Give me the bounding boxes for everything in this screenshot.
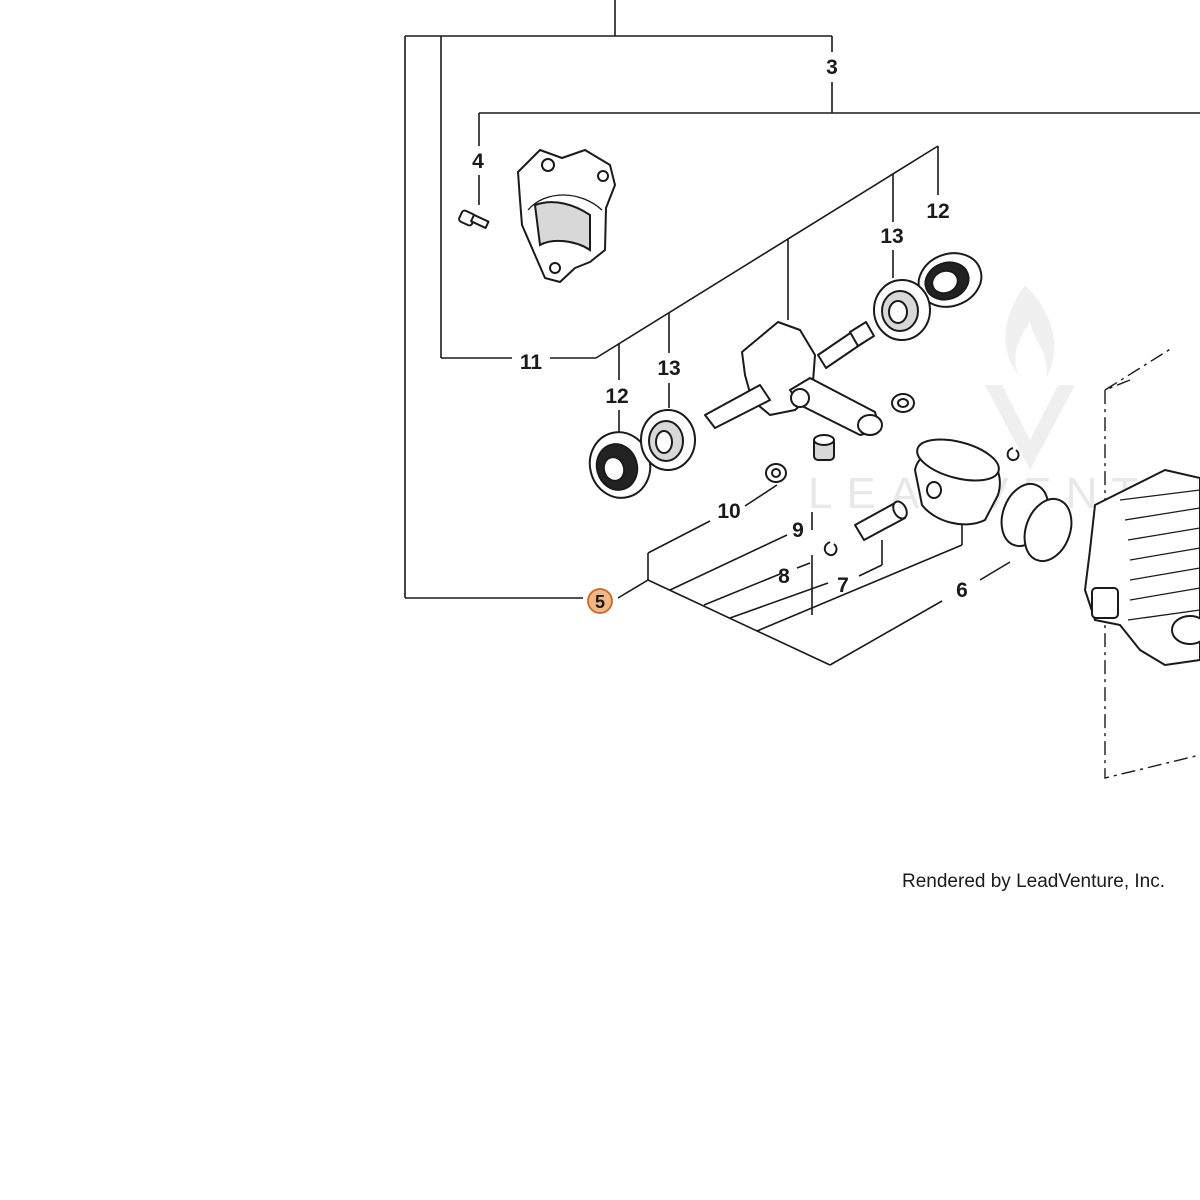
leader-lines [404,0,1200,666]
piston-pin-part[interactable] [854,499,910,541]
callout-11[interactable]: 11 [520,351,543,374]
callout-12-bottom[interactable]: 12 [605,385,628,408]
callout-13-bottom[interactable]: 13 [657,357,680,380]
callout-10[interactable]: 10 [717,500,740,523]
callouts: 3 4 12 13 11 13 12 10 9 7 8 6 5 [472,56,968,614]
oil-seal-bottom-part[interactable] [582,425,657,504]
callout-12-top[interactable]: 12 [926,200,949,223]
callout-4[interactable]: 4 [472,150,484,173]
watermark-v-icon [985,385,1075,470]
washer-top-part[interactable] [891,393,915,413]
cylinder-part[interactable] [1084,469,1200,666]
watermark-flame-icon [1005,285,1055,378]
callout-7[interactable]: 7 [837,574,849,597]
callout-5-highlight[interactable]: 5 [587,588,613,614]
circlip-part[interactable] [823,541,838,557]
callout-9[interactable]: 9 [792,519,804,542]
piston-part[interactable] [913,432,1003,526]
callout-13-top[interactable]: 13 [880,225,903,248]
crankshaft-part[interactable] [704,321,883,436]
washer-part[interactable] [765,463,787,483]
bearing-top-part[interactable] [873,279,931,341]
callout-8[interactable]: 8 [778,565,790,588]
callout-3[interactable]: 3 [826,56,838,79]
callout-5-badge[interactable] [587,588,613,614]
piston-rings-part[interactable] [993,477,1079,567]
oil-seal-top-part[interactable] [911,245,989,316]
needle-bearing-part[interactable] [813,434,835,461]
render-credit: Rendered by LeadVenture, Inc. [902,871,1166,892]
callout-6[interactable]: 6 [956,579,968,602]
circlip-top-part[interactable] [1006,447,1020,462]
screw-part[interactable] [458,209,490,230]
bearing-bottom-part[interactable] [640,409,696,471]
callout-5[interactable]: 5 [595,592,605,612]
crankcase-half-part[interactable] [517,149,616,283]
